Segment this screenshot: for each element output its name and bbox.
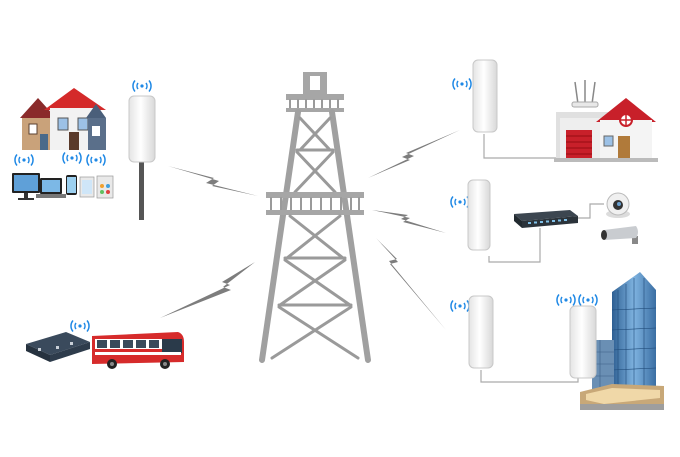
outdoor-cpe-icon [450,179,491,251]
outdoor-cpe-icon [128,79,156,220]
dome-camera-icon [606,192,630,218]
client-devices-icon [12,173,114,200]
lattice-tower-icon [259,72,371,363]
wired-link-building [480,370,579,383]
outdoor-cpe-icon [450,295,494,369]
wired-link-garage [483,134,560,159]
wired-link-cameras [578,203,604,219]
bullet-camera-icon [601,226,638,244]
bus-icon [92,332,184,369]
wireless-bolt-building [376,238,446,330]
wireless-bolt-garage [368,130,460,178]
garage-house-icon [554,80,658,162]
network-switch-icon [514,210,578,228]
houses-icon [14,88,106,167]
outdoor-cpe-icon [556,293,598,379]
vehicle-router-icon [26,319,90,362]
wireless-bolt-vehicle [160,262,255,318]
wireless-link-bolts [160,130,460,330]
wireless-bolt-homes [168,166,258,196]
skyscraper-icon [580,272,664,410]
wired-link-switch [488,228,541,263]
outdoor-cpe-icon [452,59,498,133]
wireless-bolt-switch [372,210,446,233]
